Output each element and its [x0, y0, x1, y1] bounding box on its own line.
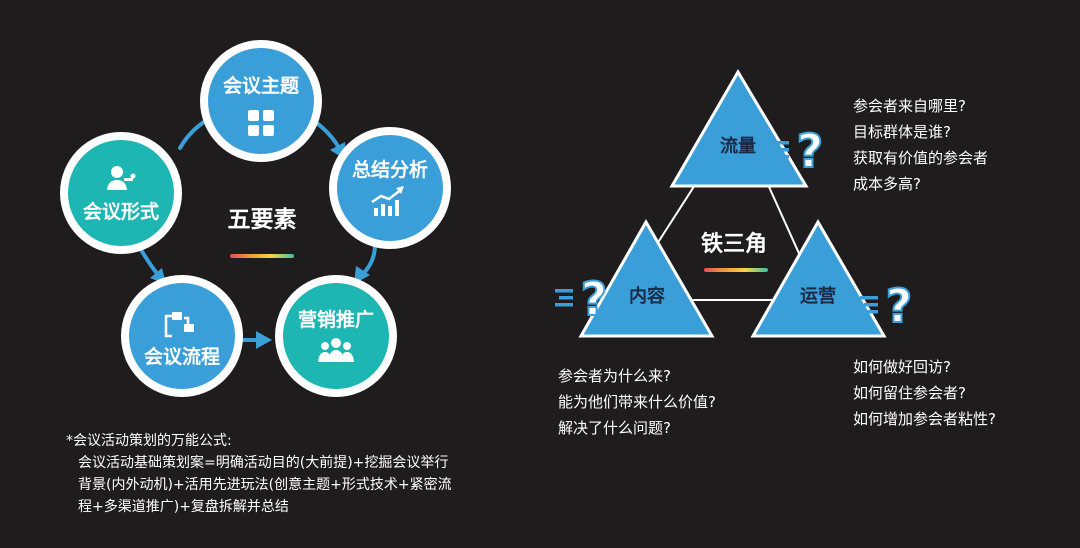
content-questions: 参会者为什么来? 能为他们带来什么价值? 解决了什么问题? — [558, 367, 716, 437]
triangle-content-label: 内容 — [629, 285, 665, 307]
team-icon — [318, 338, 354, 362]
iron-triangle-center-title: 铁三角 — [701, 231, 767, 257]
question-icon: ? — [555, 271, 608, 327]
node-theme: 会议主题 — [200, 40, 322, 162]
arrow-process-to-form — [138, 246, 160, 277]
question-line: 参会者为什么来? — [558, 367, 671, 385]
triangle-operation: 运营 — [750, 218, 887, 338]
node-summary-label: 总结分析 — [352, 158, 428, 181]
arrow-summary-to-marketing — [360, 243, 377, 277]
node-form: 会议形式 — [60, 132, 182, 254]
operation-questions: 如何做好回访? 如何留住参会者? 如何增加参会者粘性? — [853, 358, 996, 428]
triangle-outline — [619, 115, 822, 301]
question-line: 目标群体是谁? — [853, 123, 951, 141]
node-theme-label: 会议主题 — [223, 74, 299, 97]
question-line: 如何做好回访? — [853, 358, 951, 376]
node-summary: 总结分析 — [329, 127, 451, 249]
triangle-traffic-label: 流量 — [720, 135, 756, 157]
node-marketing-label: 营销推广 — [298, 308, 374, 331]
formula-block: *会议活动策划的万能公式: 会议活动基础策划案=明确活动目的(大前提)+挖掘会议… — [66, 430, 536, 518]
question-icon: ? — [771, 123, 824, 179]
formula-line: 程+多渠道推广)+复盘拆解并总结 — [78, 499, 289, 515]
five-elements-center-title: 五要素 — [228, 206, 297, 233]
svg-text:?: ? — [886, 279, 913, 333]
formula-line: 会议活动基础策划案=明确活动目的(大前提)+挖掘会议举行 — [78, 455, 449, 471]
question-line: 参会者来自哪里? — [853, 97, 966, 115]
node-marketing: 营销推广 — [275, 275, 397, 397]
rainbow-underline — [230, 254, 294, 258]
question-icon: ? — [860, 278, 913, 334]
question-line: 如何留住参会者? — [853, 384, 966, 402]
traffic-questions: 参会者来自哪里? 目标群体是谁? 获取有价值的参会者 成本多高? — [853, 97, 988, 193]
question-line: 成本多高? — [853, 175, 921, 193]
triangle-operation-label: 运营 — [800, 285, 836, 307]
triangle-content: 内容 — [578, 218, 715, 338]
node-process-label: 会议流程 — [144, 345, 220, 368]
question-line: 如何增加参会者粘性? — [853, 410, 996, 428]
triangle-traffic: 流量 — [669, 69, 809, 188]
iron-triangle-diagram: 流量 内容 运营 ? ? ? 铁三角 参会者来自哪里? 目标群体是谁? — [555, 69, 996, 437]
svg-text:?: ? — [581, 272, 608, 326]
question-line: 能为他们带来什么价值? — [558, 393, 716, 411]
grid-icon — [248, 110, 274, 136]
growth-chart-icon — [371, 186, 404, 216]
rainbow-underline — [704, 268, 768, 272]
question-line: 解决了什么问题? — [558, 419, 671, 437]
question-line: 获取有价值的参会者 — [853, 149, 988, 167]
arrow-head — [256, 331, 272, 349]
flowchart-icon — [164, 312, 194, 338]
node-process: 会议流程 — [121, 275, 243, 397]
formula-title: *会议活动策划的万能公式: — [66, 433, 232, 449]
node-form-label: 会议形式 — [83, 200, 159, 223]
svg-text:?: ? — [797, 124, 824, 178]
formula-line: 背景(内外动机)+活用先进玩法(创意主题+形式技术+紧密流 — [78, 477, 452, 493]
five-elements-diagram: 会议主题 总结分析 营销推广 — [60, 40, 451, 397]
speaker-icon — [107, 166, 136, 190]
